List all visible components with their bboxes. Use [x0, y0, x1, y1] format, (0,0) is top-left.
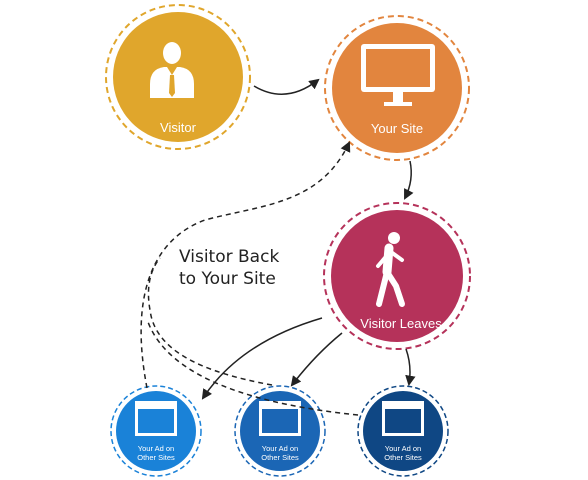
visitor-leaves-node: Visitor Leaves — [323, 202, 471, 350]
ad-label-line2: Other Sites — [137, 453, 175, 462]
visitor-leaves-label: Visitor Leaves — [360, 316, 442, 331]
ad-node-1-ring — [110, 385, 202, 477]
visitor-leaves-node-circle — [331, 210, 463, 342]
visitor-leaves-node-ring — [323, 202, 471, 350]
ad-node-2: Your Ad on Other Sites — [234, 385, 326, 477]
ad-label-line1: Your Ad on — [138, 444, 174, 453]
arrow-leaves-to-ad-1 — [201, 317, 323, 400]
walking-person-icon — [376, 232, 405, 307]
ad-node-1: Your Ad on Other Sites — [110, 385, 202, 477]
monitor-icon — [361, 44, 435, 106]
browser-window-icon — [259, 401, 301, 436]
arrow-site-to-leaves — [404, 160, 414, 200]
ad-label-line1: Your Ad on — [385, 444, 421, 453]
your-site-node-ring — [324, 15, 470, 161]
ad-node-3: Your Ad on Other Sites — [357, 385, 449, 477]
your-site-node: Your Site — [324, 15, 470, 161]
visitor-label: Visitor — [160, 120, 197, 135]
your-site-label: Your Site — [371, 121, 423, 136]
return-path-ad-2 — [147, 257, 273, 386]
browser-window-icon — [382, 401, 424, 436]
retarget-label-line2: to Your Site — [179, 269, 276, 289]
ad-node-2-ring — [234, 385, 326, 477]
visitor-node: Visitor — [105, 4, 251, 150]
ad-node-3-ring — [357, 385, 449, 477]
ad-label-line2: Other Sites — [384, 453, 422, 462]
return-path-ad-1-to-site — [140, 141, 351, 389]
arrow-leaves-to-ad-2 — [290, 332, 343, 387]
ad-label-line2: Other Sites — [261, 453, 299, 462]
person-icon — [150, 42, 194, 98]
visitor-node-ring — [105, 4, 251, 150]
arrow-visitor-to-site — [253, 78, 320, 95]
return-path-ad-3 — [147, 321, 359, 416]
browser-window-icon — [135, 401, 177, 436]
arrow-leaves-to-ad-3 — [405, 348, 416, 387]
ad-label-line1: Your Ad on — [262, 444, 298, 453]
retarget-label-line1: Visitor Back — [179, 247, 279, 267]
